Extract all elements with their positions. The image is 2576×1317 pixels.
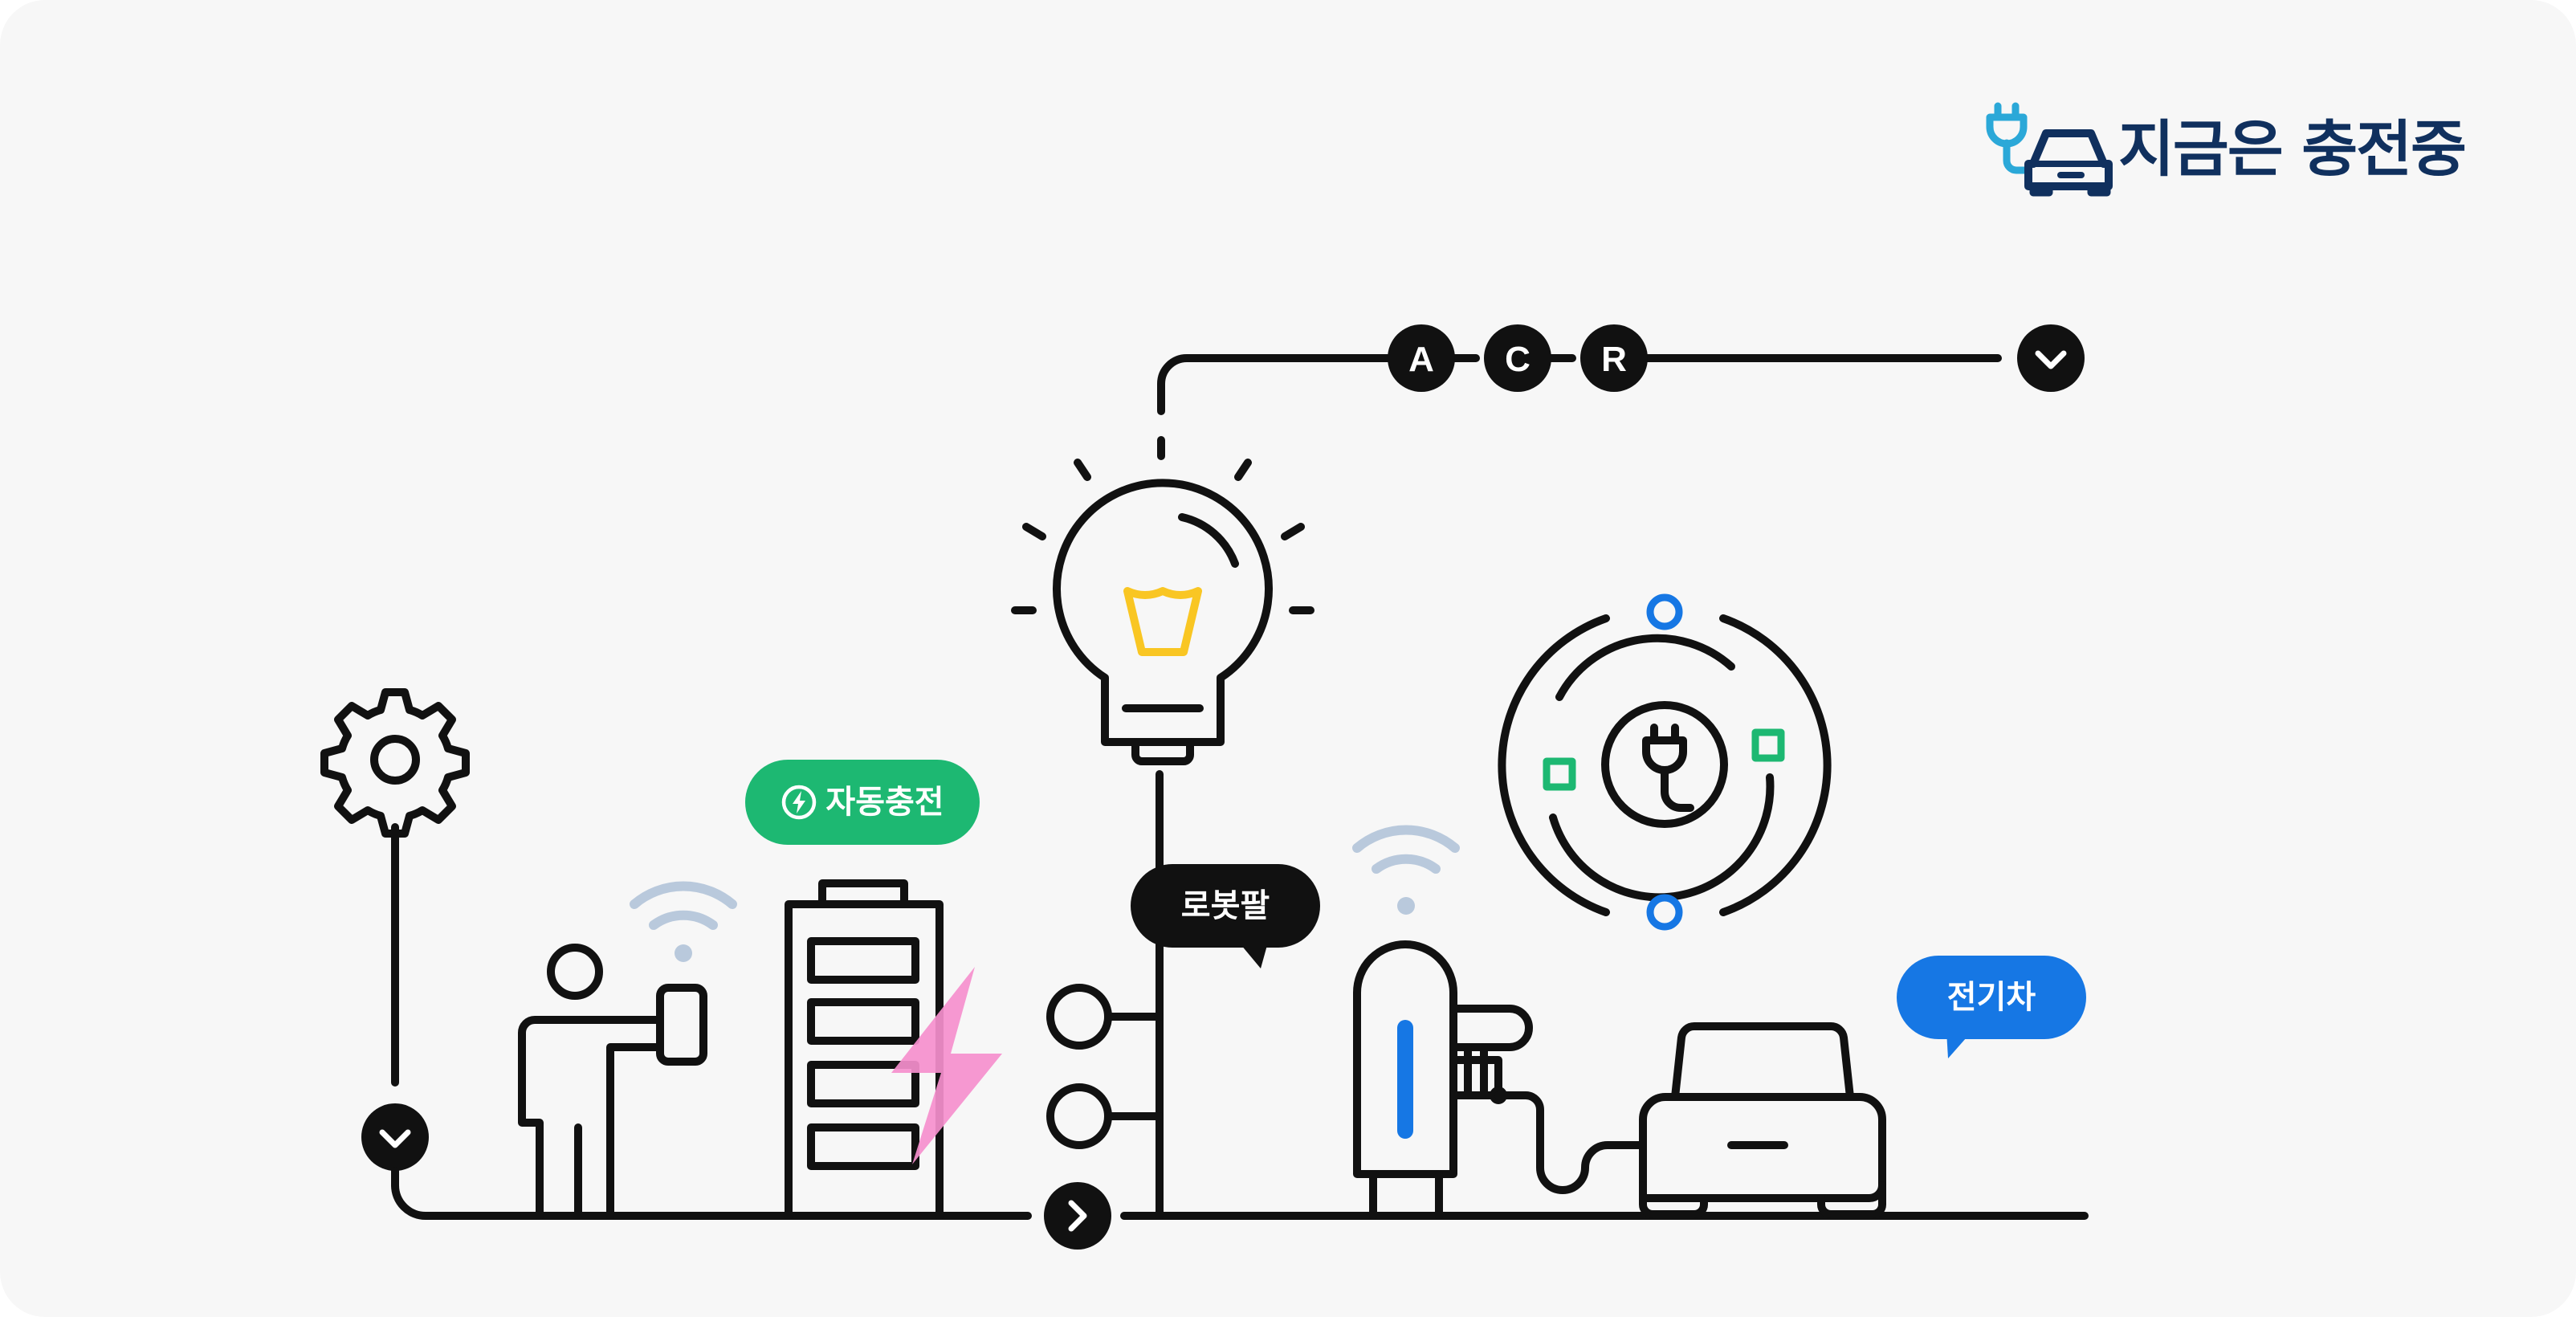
- orbit-plug-icon: [1498, 593, 1832, 931]
- chain-node-c: C: [1484, 324, 1551, 392]
- auto-charge-badge: 자동충전: [745, 760, 980, 845]
- connector-node: [1046, 984, 1164, 1149]
- wifi-icon: [630, 881, 737, 962]
- svg-text:R: R: [1601, 340, 1627, 379]
- bolt-circle-icon: [782, 785, 817, 820]
- chevron-right-icon: [1068, 1200, 1087, 1232]
- ev-label: 전기차: [1946, 979, 2036, 1016]
- wifi-icon: [1352, 825, 1460, 915]
- svg-text:C: C: [1505, 340, 1531, 379]
- robot-arm-label: 로봇팔: [1180, 887, 1270, 924]
- robot-arm-bubble: 로봇팔: [1131, 864, 1320, 948]
- next-button[interactable]: [1044, 1182, 1111, 1250]
- person-phone-icon: [518, 944, 707, 1220]
- chain-end-button[interactable]: [2017, 324, 2085, 392]
- svg-text:A: A: [1408, 340, 1434, 379]
- ev-bubble: 전기차: [1897, 956, 2086, 1039]
- lightning-icon: [891, 967, 1002, 1164]
- lightbulb-icon: [1011, 436, 1314, 765]
- scroll-down-button[interactable]: [361, 1103, 429, 1171]
- chevron-down-icon: [2035, 350, 2067, 369]
- auto-charge-label: 자동충전: [825, 784, 944, 821]
- charger-icon: [1353, 940, 1647, 1220]
- gear-icon: [320, 688, 470, 838]
- chevron-down-icon: [379, 1129, 411, 1148]
- car-icon: [1639, 1021, 1886, 1218]
- app-title: 지금은 충전중: [2118, 113, 2467, 185]
- plug-car-icon: [1986, 102, 2113, 197]
- chain-node-r: R: [1580, 324, 1648, 392]
- ground-line: [391, 1181, 2089, 1220]
- chain-node-a: A: [1388, 324, 1455, 392]
